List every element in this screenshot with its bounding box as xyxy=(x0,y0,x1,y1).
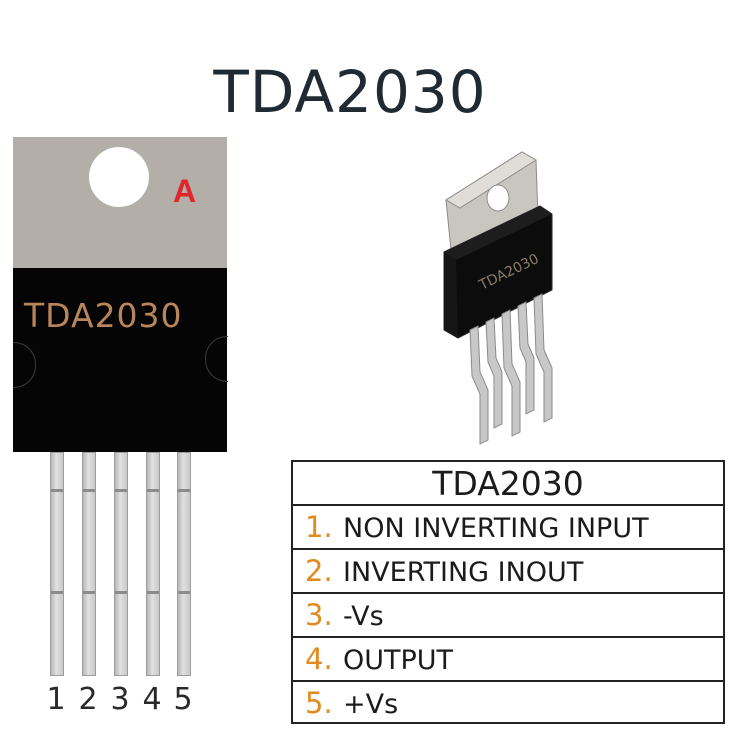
pin-leg-1 xyxy=(50,452,64,676)
pinout-table: TDA2030 1. NON INVERTING INPUT 2. INVERTIN… xyxy=(291,460,725,724)
pinout-table-title: TDA2030 xyxy=(293,462,723,506)
iso-tab-top xyxy=(445,151,537,209)
iso-body-side xyxy=(444,252,458,338)
pin-number-4: 4 xyxy=(142,682,162,717)
tab-marker-label: A xyxy=(173,173,197,209)
iso-leg-3 xyxy=(501,309,521,437)
pinout-row-label: INVERTING INOUT xyxy=(343,557,584,588)
pin-number-5: 5 xyxy=(173,682,193,717)
pin-number-3: 3 xyxy=(110,682,130,717)
iso-mounting-hole xyxy=(486,184,510,212)
iso-leg-1 xyxy=(469,325,489,445)
mounting-hole xyxy=(89,147,149,207)
isometric-package-drawing: TDA2030 xyxy=(443,151,553,445)
iso-leg-2 xyxy=(485,317,503,429)
pinout-row-5: 5. +Vs xyxy=(293,682,723,726)
pin-number-2: 2 xyxy=(78,682,98,717)
pinout-row-2: 2. INVERTING INOUT xyxy=(293,550,723,594)
pinout-row-number: 3. xyxy=(305,598,333,632)
pinout-row-label: OUTPUT xyxy=(343,645,454,676)
pinout-row-label: NON INVERTING INPUT xyxy=(343,513,649,544)
iso-leg-4 xyxy=(517,301,535,415)
pinout-row-number: 2. xyxy=(305,554,333,588)
pin-number-1: 1 xyxy=(46,682,66,717)
iso-legs xyxy=(469,293,553,445)
pin-leg-2 xyxy=(82,452,96,676)
iso-body-top xyxy=(444,206,552,260)
pinout-row-4: 4. OUTPUT xyxy=(293,638,723,682)
iso-leg-5 xyxy=(533,293,553,423)
pinout-row-number: 5. xyxy=(305,686,333,720)
pinout-row-number: 4. xyxy=(305,642,333,676)
pinout-row-label: -Vs xyxy=(343,601,384,632)
front-view-package: A TDA2030 1 2 3 4 5 xyxy=(0,0,260,729)
pinout-row-number: 1. xyxy=(305,510,333,544)
pin-leg-3 xyxy=(114,452,128,676)
pinout-row-3: 3. -Vs xyxy=(293,594,723,638)
isometric-package-view: TDA2030 xyxy=(410,140,610,460)
pin-leg-5 xyxy=(177,452,191,676)
pinout-row-label: +Vs xyxy=(343,689,399,720)
pinout-row-1: 1. NON INVERTING INPUT xyxy=(293,506,723,550)
pin-leg-4 xyxy=(146,452,160,676)
chip-marking: TDA2030 xyxy=(24,296,183,335)
page-title: TDA2030 xyxy=(213,58,487,126)
package-body xyxy=(13,268,227,452)
